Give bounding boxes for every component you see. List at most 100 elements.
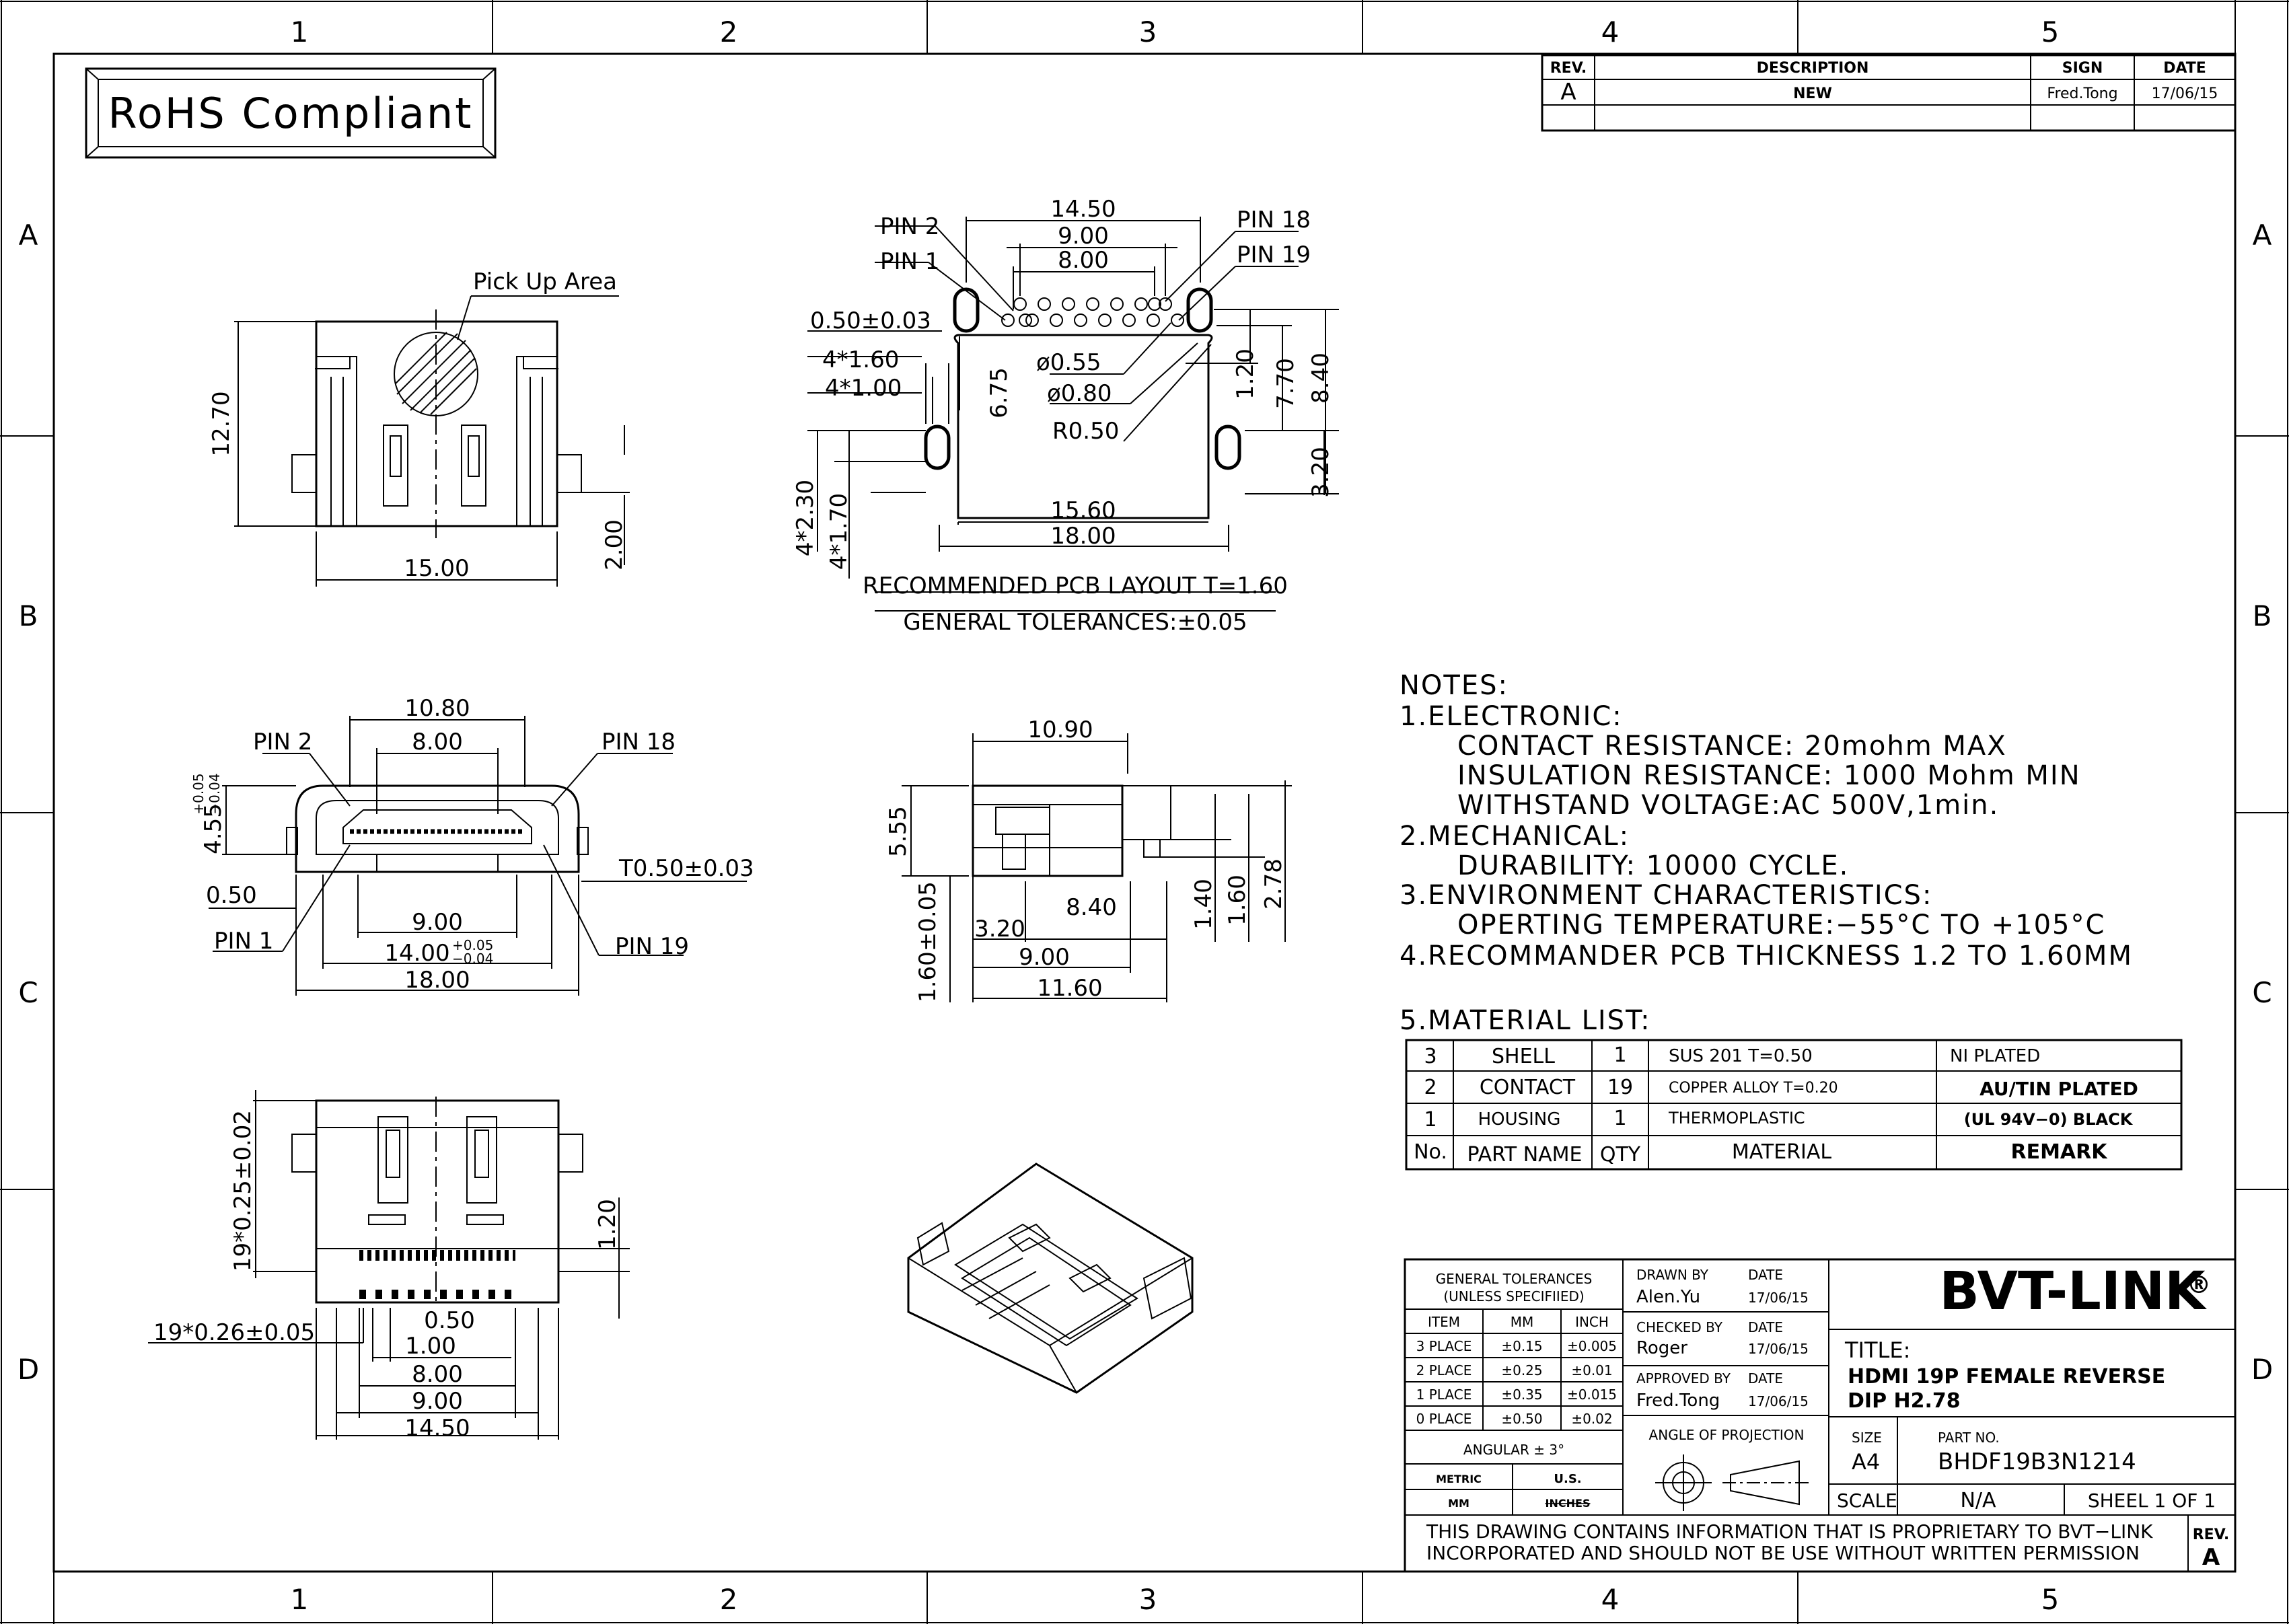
col-label-5-bottom: 5 [2041, 1583, 2060, 1616]
tol-row-4-item: 0 PLACE [1416, 1411, 1472, 1427]
tol-row-2-mm: ±0.25 [1501, 1362, 1542, 1378]
bottom-w100-dim: 1.00 [405, 1333, 456, 1360]
pcb-radius-dim: R0.50 [1052, 418, 1119, 445]
tol-row-2-inch: ±0.01 [1571, 1362, 1612, 1378]
side-w1160-dim: 11.60 [1037, 975, 1102, 1002]
pcb-v230-dim: 4*2.30 [792, 480, 819, 556]
mat-header-remark: REMARK [2010, 1140, 2108, 1164]
top-width-dim: 15.00 [404, 555, 469, 582]
bottom-v1-dim: 19*0.25±0.02 [229, 1110, 256, 1271]
bottom-view: 19*0.25±0.02 1.20 19*0.26±0.05 0.50 1.00… [148, 1090, 630, 1442]
tol-row-4-mm: ±0.50 [1501, 1411, 1542, 1427]
revision-table: REV. DESCRIPTION SIGN DATE A NEW Fred.To… [1541, 54, 2237, 132]
checked-by-name: Roger [1636, 1338, 1687, 1358]
side-w320-dim: 3.20 [974, 916, 1025, 943]
row-label-d: D [17, 1353, 39, 1386]
mat-row-2-no: 2 [1424, 1076, 1437, 1099]
title-block: GENERAL TOLERANCES (UNLESS SPECIFIIED) I… [1404, 1258, 2237, 1573]
isometric-view [907, 1162, 1194, 1394]
col-label-3: 3 [1139, 15, 1157, 48]
mat-row-3-no: 1 [1424, 1108, 1437, 1132]
tol-row-3-mm: ±0.35 [1501, 1387, 1542, 1403]
tol-row-3-inch: ±0.015 [1567, 1387, 1617, 1403]
pcb-v770-dim: 7.70 [1272, 358, 1299, 409]
side-w840-dim: 8.40 [1066, 894, 1117, 921]
pcb-pin18-label: PIN 18 [1237, 207, 1311, 233]
pcb-layout-view: 14.50 9.00 8.00 PIN 2 PIN 1 PIN 18 PIN 1… [792, 196, 1339, 636]
row-label-b-right: B [2253, 599, 2272, 632]
note-line-3: INSULATION RESISTANCE: 1000 Mohm MIN [1457, 760, 2081, 791]
scale-value: N/A [1960, 1489, 1996, 1512]
bottom-h1-dim: 19*0.26±0.05 [153, 1319, 315, 1346]
front-w800-dim: 8.00 [412, 729, 463, 755]
notes-title: NOTES: [1400, 670, 1509, 701]
unit-mm-label: MM [1448, 1497, 1469, 1510]
top-tab-dim: 2.00 [601, 519, 628, 570]
rev-cell-date: 17/06/15 [2152, 85, 2218, 102]
title-line-1: HDMI 19P FEMALE REVERSE [1848, 1365, 2165, 1389]
size-value: A4 [1852, 1449, 1880, 1475]
side-v160-dim: 1.60 [1224, 875, 1251, 926]
part-no-label: PART NO. [1938, 1430, 2000, 1446]
front-h455-dim: 4.55 [200, 803, 227, 854]
notes-block: NOTES: 1.ELECTRONIC: CONTACT RESISTANCE:… [1400, 670, 2132, 1036]
front-w1080-dim: 10.80 [404, 695, 470, 722]
front-w1800-dim: 18.00 [404, 967, 470, 994]
row-label-c: C [18, 976, 38, 1009]
approved-by-label: APPROVED BY [1636, 1370, 1731, 1387]
tol-header-item: ITEM [1428, 1314, 1460, 1330]
front-w1400-tol-top: +0.05 [452, 937, 493, 953]
tol-row-2-item: 2 PLACE [1416, 1362, 1472, 1378]
unit-inches-label: INCHES [1546, 1497, 1591, 1510]
gt-line-1: GENERAL TOLERANCES [1436, 1271, 1593, 1287]
row-label-a-right: A [2253, 219, 2272, 252]
sheet-count: SHEEL 1 OF 1 [2088, 1489, 2216, 1512]
approved-date: 17/06/15 [1748, 1393, 1809, 1409]
mat-row-1-part: SHELL [1492, 1045, 1555, 1068]
pcb-slot-w2-dim: 4*1.00 [825, 375, 902, 402]
rev-header-date: DATE [2163, 60, 2206, 77]
front-h455-tol-bottom: −0.04 [207, 773, 223, 814]
mat-row-3-qty: 1 [1613, 1107, 1626, 1130]
rev-header-desc: DESCRIPTION [1757, 60, 1869, 77]
side-view: 10.90 5.55 1.60±0.05 3.20 8.40 9.00 11.6… [885, 716, 1292, 1002]
title-line-2: DIP H2.78 [1848, 1389, 1961, 1413]
col-label-1: 1 [291, 15, 309, 48]
front-v050-dim: 0.50 [206, 882, 257, 909]
note-line-8: OPERTING TEMPERATURE:−55°C TO +105°C [1457, 910, 2105, 940]
row-label-b: B [19, 599, 38, 632]
side-w1090-dim: 10.90 [1027, 716, 1093, 743]
pcb-hole2-dim: ø0.80 [1047, 380, 1112, 407]
pcb-pin2-label: PIN 2 [880, 213, 939, 240]
side-w900-dim: 9.00 [1019, 944, 1070, 971]
front-pin2-label: PIN 2 [253, 729, 312, 755]
pcb-dim-1450: 14.50 [1050, 196, 1116, 223]
row-label-a: A [19, 219, 38, 252]
note-line-1: 1.ELECTRONIC: [1400, 701, 1623, 732]
pcb-v120-dim: 1.20 [1232, 348, 1259, 400]
projection-symbol-icon [1655, 1454, 1810, 1511]
pcb-caption-layout: RECOMMENDED PCB LAYOUT T=1.60 [863, 573, 1288, 599]
rev-header-rev: REV. [1550, 60, 1587, 77]
pcb-pitch-dim: 0.50±0.03 [810, 307, 931, 334]
rev-cell-sign: Fred.Tong [2047, 85, 2117, 102]
pcb-w1800-dim: 18.00 [1050, 523, 1116, 550]
mat-row-1-remark: NI PLATED [1950, 1046, 2040, 1066]
gt-line-2: (UNLESS SPECIFIIED) [1443, 1288, 1584, 1304]
tol-row-3-item: 1 PLACE [1416, 1387, 1472, 1403]
company-registered-mark: ® [2187, 1271, 2211, 1299]
mat-row-3-part: HOUSING [1478, 1109, 1561, 1130]
material-list-table: 3 SHELL 1 SUS 201 T=0.50 NI PLATED 2 CON… [1405, 1039, 2183, 1171]
col-label-2: 2 [720, 15, 738, 48]
mat-row-1-qty: 1 [1613, 1043, 1626, 1067]
pcb-pin1-label: PIN 1 [880, 248, 939, 275]
tol-row-4-inch: ±0.02 [1571, 1411, 1612, 1427]
title-label: TITLE: [1844, 1337, 1910, 1363]
pcb-h675-dim: 6.75 [986, 367, 1013, 418]
bottom-w050-dim: 0.50 [424, 1307, 475, 1334]
front-h455-tol-top: +0.05 [190, 773, 207, 814]
bottom-w1450-dim: 14.50 [404, 1415, 470, 1442]
mat-row-1-material: SUS 201 T=0.50 [1669, 1046, 1813, 1066]
